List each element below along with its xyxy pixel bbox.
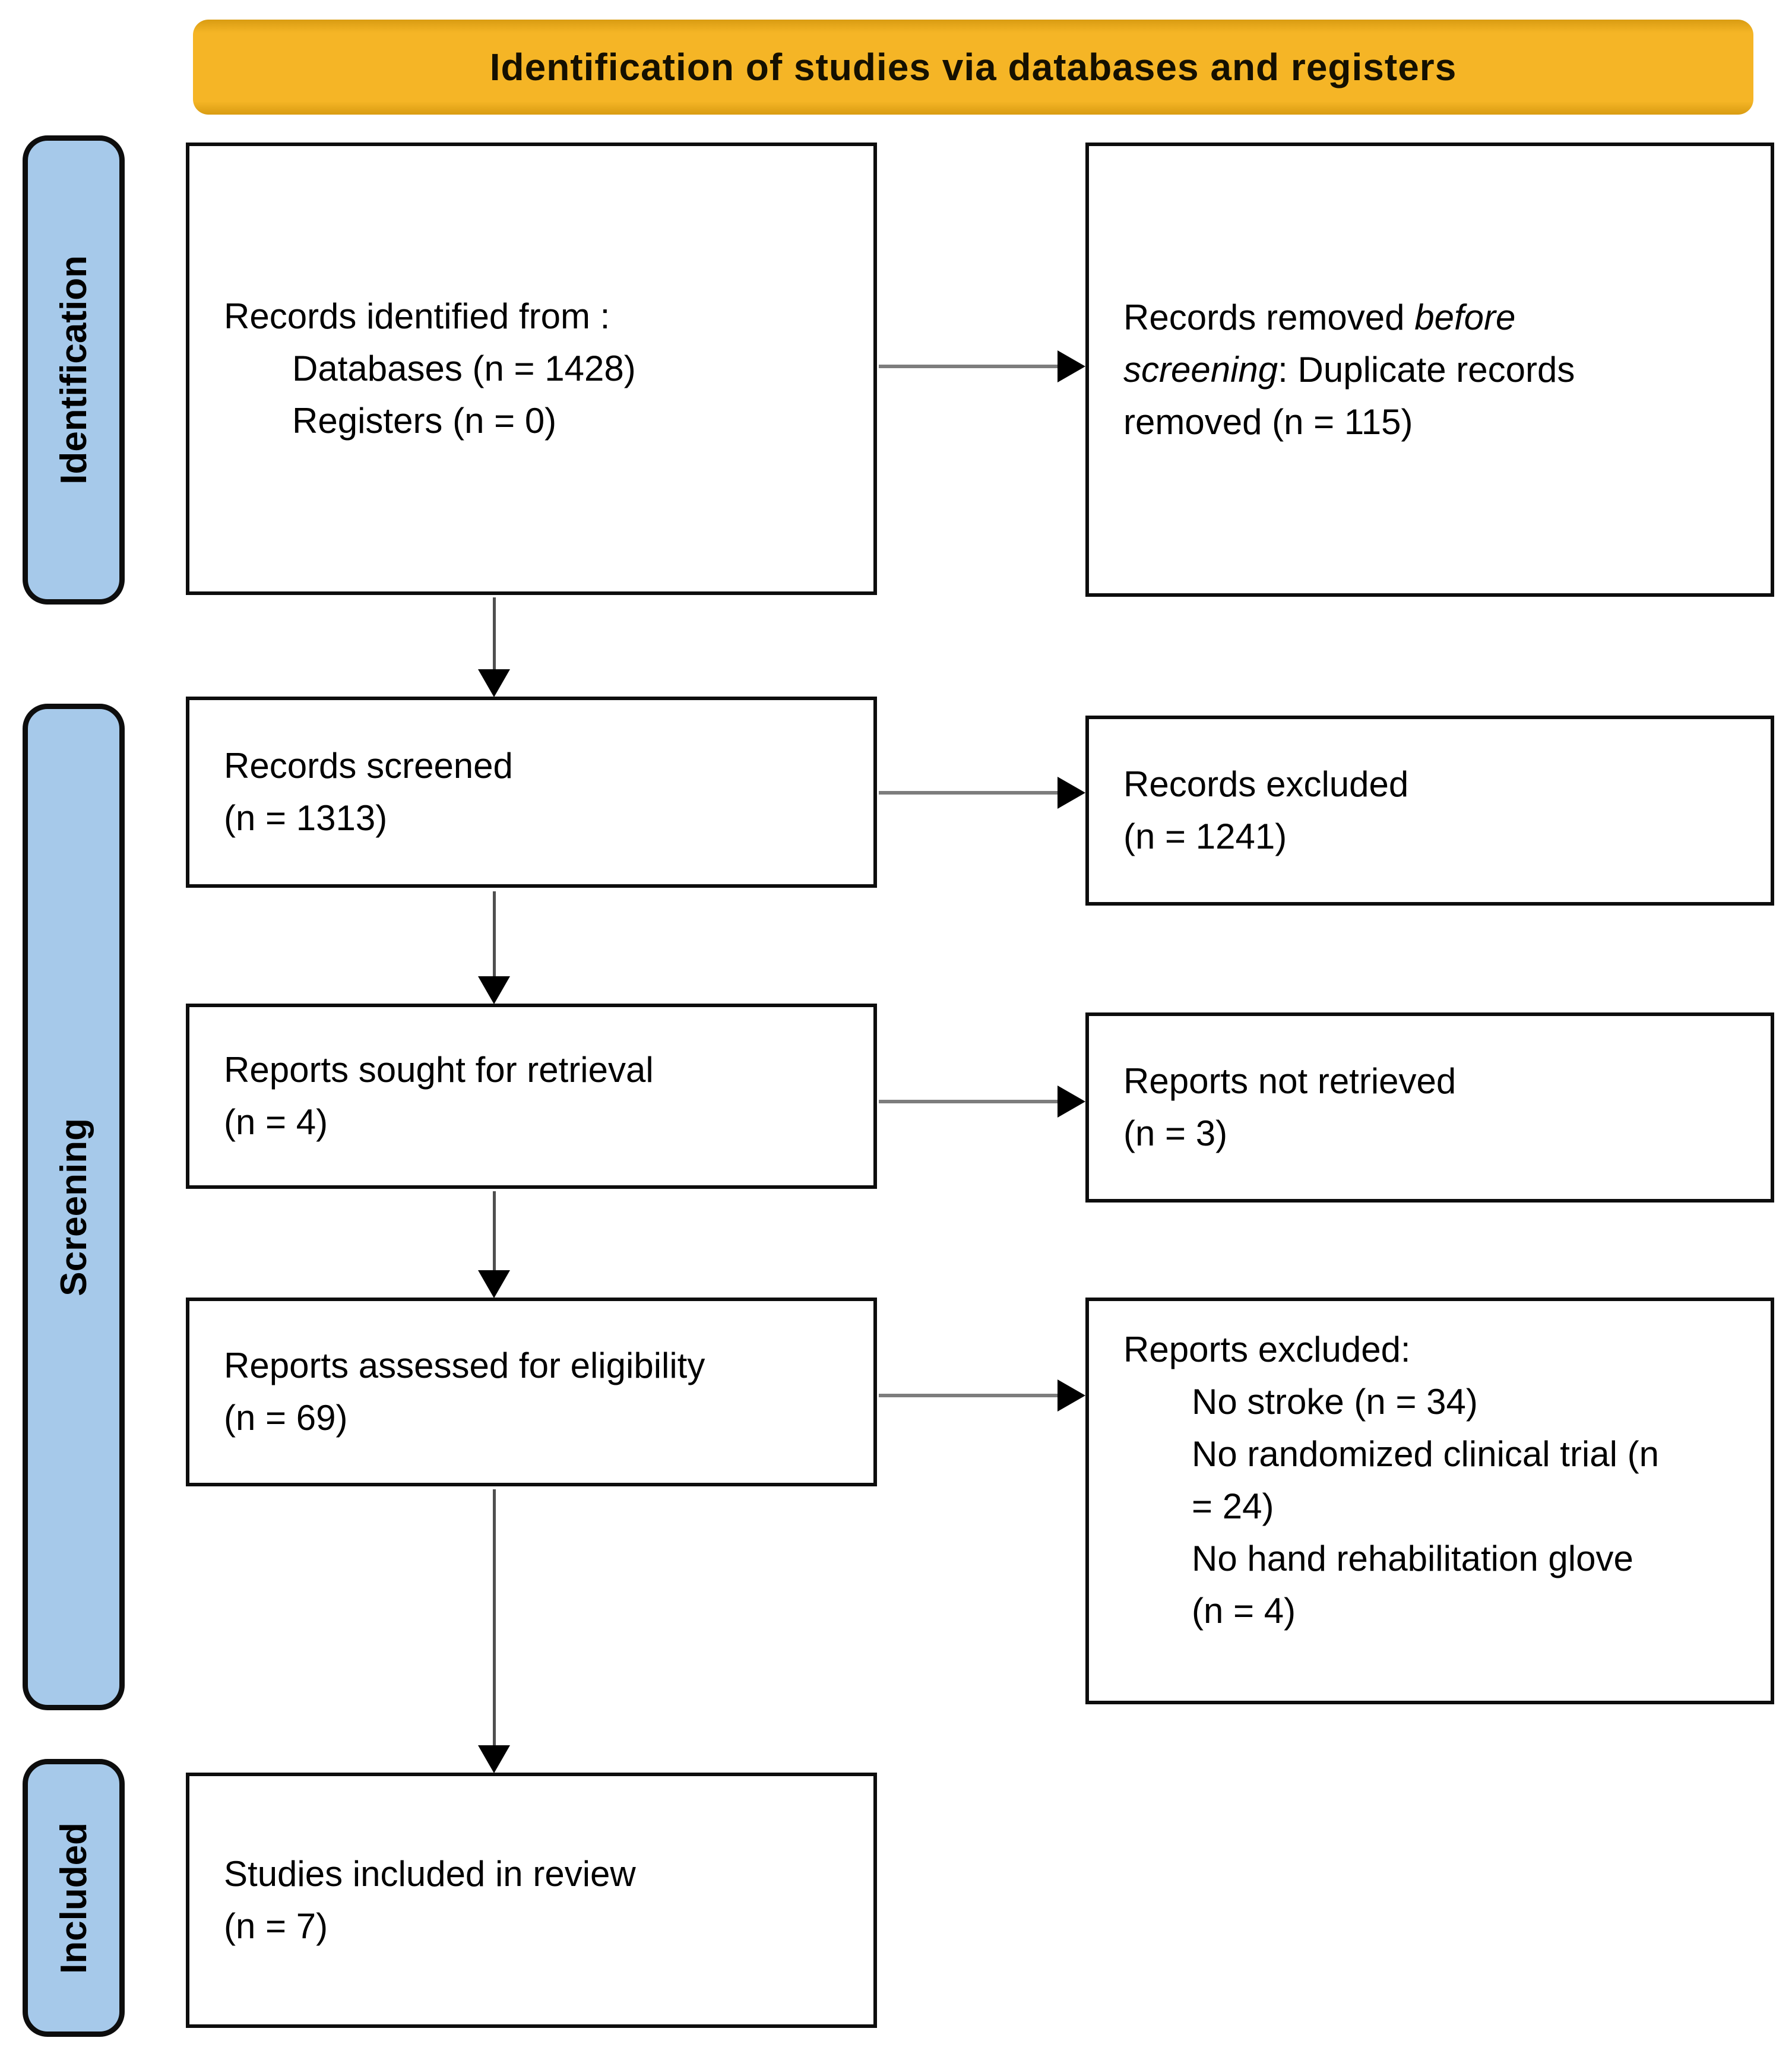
arrow-down-identified-to-screened-icon (478, 669, 510, 697)
box-text-line: (n = 1241) (1123, 817, 1287, 856)
box-text-line: Reports not retrieved (1123, 1061, 1457, 1101)
arrow-down-assessed-to-included-shaft (493, 1489, 496, 1746)
box-text-line: (n = 3) (1123, 1113, 1228, 1153)
arrow-down-identified-to-screened-shaft (493, 597, 496, 670)
stage-included-label: Included (53, 1822, 94, 1974)
box-text-line: Studies included in review (224, 1854, 636, 1894)
box-text-line: (n = 69) (224, 1398, 348, 1438)
arrow-right-sought-to-notretrieved-shaft (879, 1100, 1058, 1103)
arrow-right-assessed-to-reportsexcluded-shaft (879, 1394, 1058, 1397)
arrow-right-screened-to-excluded-shaft (879, 791, 1058, 795)
box-reports-sought: Reports sought for retrieval (n = 4) (186, 1004, 877, 1189)
box-text-line: removed (n = 115) (1123, 401, 1413, 442)
title-banner: Identification of studies via databases … (193, 20, 1753, 115)
box-records-identified: Records identified from : Databases (n = … (186, 143, 877, 595)
box-reports-assessed: Reports assessed for eligibility (n = 69) (186, 1298, 877, 1486)
arrow-down-sought-to-assessed-shaft (493, 1191, 496, 1271)
box-text-line: (n = 1313) (224, 798, 388, 838)
box-text-line: Registers (n = 0) (292, 401, 557, 441)
box-text-line: No hand rehabilitation glove (1192, 1539, 1633, 1578)
arrow-right-identified-to-removed-icon (1058, 350, 1085, 382)
box-records-screened: Records screened (n = 1313) (186, 697, 877, 888)
box-text-line: Records removed before (1123, 297, 1516, 337)
arrow-down-screened-to-sought-shaft (493, 891, 496, 977)
box-text-line: Records identified from : (224, 296, 610, 336)
arrow-right-identified-to-removed-shaft (879, 365, 1058, 368)
box-text-line: Records excluded (1123, 764, 1409, 804)
box-reports-not-retrieved: Reports not retrieved (n = 3) (1085, 1012, 1774, 1203)
box-text-line: (n = 4) (224, 1102, 328, 1142)
stage-identification-label: Identification (53, 255, 94, 485)
box-text-line: screening: Duplicate records (1123, 349, 1575, 390)
box-text-line: Reports sought for retrieval (224, 1050, 654, 1090)
arrow-right-sought-to-notretrieved-icon (1058, 1086, 1085, 1118)
box-records-removed: Records removed before screening: Duplica… (1085, 143, 1774, 597)
arrow-down-assessed-to-included-icon (478, 1745, 510, 1773)
box-records-excluded: Records excluded (n = 1241) (1085, 716, 1774, 906)
stage-included: Included (23, 1759, 125, 2037)
arrow-right-assessed-to-reportsexcluded-icon (1058, 1379, 1085, 1412)
arrow-down-screened-to-sought-icon (478, 976, 510, 1004)
box-text-line: Reports excluded: (1123, 1330, 1411, 1369)
box-text-line: = 24) (1192, 1486, 1274, 1526)
box-text-line: No stroke (n = 34) (1192, 1382, 1478, 1422)
arrow-down-sought-to-assessed-icon (478, 1270, 510, 1298)
title-banner-label: Identification of studies via databases … (489, 46, 1457, 88)
box-studies-included: Studies included in review (n = 7) (186, 1773, 877, 2028)
box-text-line: No randomized clinical trial (n (1192, 1434, 1659, 1474)
stage-screening-label: Screening (53, 1118, 94, 1296)
box-text-line: Records screened (224, 746, 513, 786)
stage-screening: Screening (23, 704, 125, 1710)
box-text-line: (n = 4) (1192, 1591, 1296, 1631)
arrow-right-screened-to-excluded-icon (1058, 777, 1085, 809)
box-text-line: Databases (n = 1428) (292, 349, 636, 388)
box-reports-excluded: Reports excluded: No stroke (n = 34) No ra… (1085, 1298, 1774, 1704)
stage-identification: Identification (23, 135, 125, 605)
box-text-line: (n = 7) (224, 1906, 328, 1946)
box-text-line: Reports assessed for eligibility (224, 1346, 705, 1385)
